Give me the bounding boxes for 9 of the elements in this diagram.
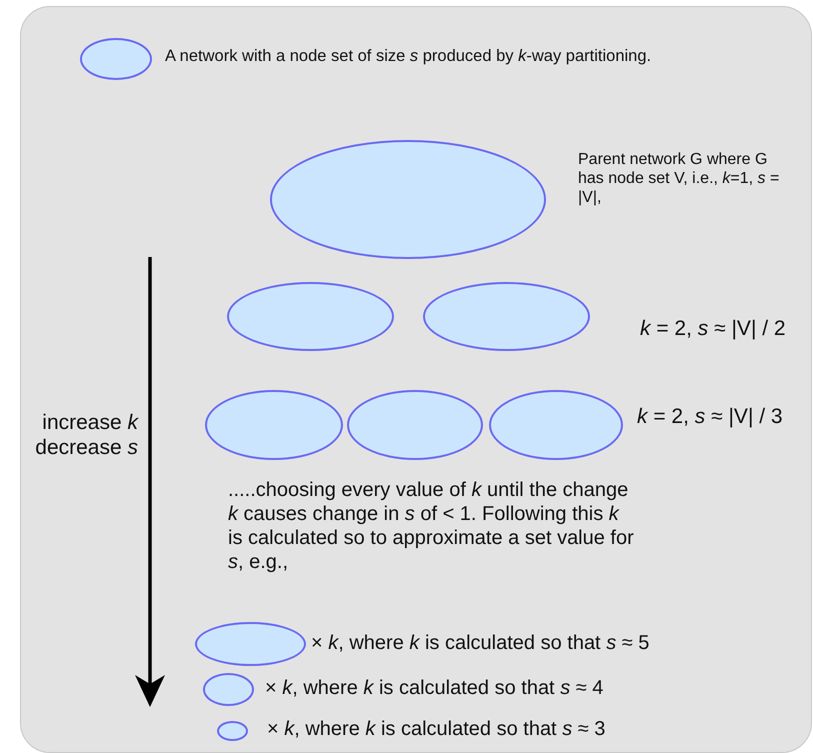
axis-label: increase k decrease s [34, 410, 138, 460]
row-annotation: k = 2, s ≈ |V| / 3 [637, 404, 783, 430]
node-annotation: Parent network G where G has node set V, i.e., k=1, s = |V|, [578, 150, 780, 208]
node-annotation: × k, where k is calculated so that s ≈ 3 [267, 717, 606, 741]
node-annotation: × k, where k is calculated so that s ≈ 4 [265, 676, 604, 700]
node-annotation: × k, where k is calculated so that s ≈ 5 [311, 631, 650, 655]
legend-text: A network with a node set of size s produced by k-way partitioning. [165, 47, 652, 67]
note-paragraph: .....choosing every value of k until the change k causes change in s of < 1. Following this k is calculated so to approximate a set value for s, e.g., [228, 478, 635, 574]
row-annotation: k = 2, s ≈ |V| / 2 [640, 316, 786, 342]
